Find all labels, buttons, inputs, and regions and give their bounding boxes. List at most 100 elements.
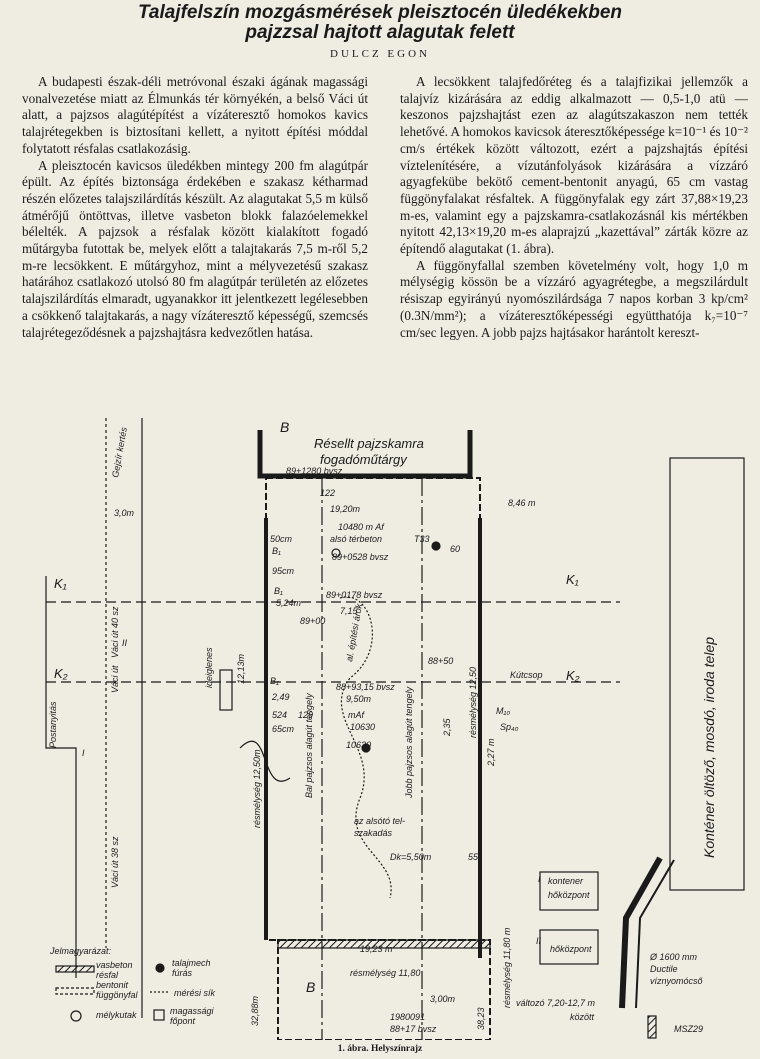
label-kozott: között: [570, 1012, 595, 1022]
label-leg-talajmech-1: talajmech: [172, 958, 211, 968]
label-k1-right: K₁: [566, 572, 579, 587]
label-d524b: 524: [272, 710, 287, 720]
bottom-diaphragm-wall: [277, 939, 491, 949]
left-column: A budapesti észak-déli metróvonal északi…: [22, 74, 368, 341]
article-title-line1: Talajfelszín mozgásmérések pleisztocén ü…: [138, 2, 622, 23]
label-p8900: 89+00: [300, 616, 325, 626]
label-dist-30: 3,0m: [114, 508, 135, 518]
label-d1213: 12,13m: [236, 653, 246, 684]
label-kont-1-a: kontener: [548, 876, 584, 886]
label-reselt-1: Résellt pajzskamra: [314, 436, 424, 451]
label-reselt-2: fogadóműtárgy: [320, 452, 408, 467]
label-d1920: 19,20m: [330, 504, 361, 514]
label-bvsz-0528: 89+0528 bvsz: [332, 552, 389, 562]
label-also-terbeton: alsó térbeton: [330, 534, 382, 544]
site-plan-figure: B Résellt pajzskamra fogadóműtárgy 89+12…: [10, 418, 752, 1041]
receiving-chamber-wall: [257, 430, 473, 479]
container-camp: [669, 457, 745, 891]
label-vaci-b: Váci út: [110, 665, 120, 693]
label-kont-1-b: hőközpont: [548, 890, 590, 900]
label-bvsz-0178: 89+0178 bvsz: [326, 590, 383, 600]
label-p122: 122: [320, 488, 335, 498]
article-title-line2: pajzzsal hajtott alagutak felett: [245, 22, 515, 43]
left-paragraph-1: A budapesti észak-déli metróvonal északi…: [22, 74, 368, 156]
label-sp40: Sp₄₀: [500, 722, 519, 732]
label-az-alsoto-1: az alsótó tel-: [354, 816, 405, 826]
label-p60: 60: [450, 544, 460, 554]
label-t33: T33: [414, 534, 430, 544]
label-leg-magassagi-2: főpont: [170, 1016, 196, 1026]
label-vaci38: Váci út 38 sz: [110, 836, 120, 888]
label-kutcsop: Kútcsop: [510, 670, 543, 680]
site-plan-svg: B Résellt pajzskamra fogadóműtárgy 89+12…: [45, 418, 745, 1041]
label-leg-bentonit-1: bentonit: [96, 980, 129, 990]
label-d227: 2,27 m: [486, 738, 496, 767]
label-roman-i: I: [82, 748, 85, 758]
label-d3288: 32,88m: [250, 995, 260, 1026]
deep-well-1: [331, 548, 341, 558]
label-d50cm: 50cm: [270, 534, 293, 544]
label-b1c: B₁: [270, 676, 279, 686]
label-roman-ii: II: [122, 638, 128, 648]
label-msz: MSZ29: [674, 1024, 703, 1034]
label-leg-vasbeton-2: résfal: [96, 970, 119, 980]
label-jobb-pajzs: Jobb pajzsos alagút tengely: [404, 686, 414, 799]
temporary-pit: [219, 669, 233, 711]
label-resmelyseg-1250b: résmélység 12,50: [468, 667, 478, 738]
label-d65cm: 65cm: [272, 724, 295, 734]
heating-plant-1: [539, 871, 599, 911]
right-paragraph-2: A függönyfallal szemben követelmény volt…: [400, 257, 748, 340]
legend-melykut-symbol: [70, 1010, 82, 1022]
label-jelmagyarazat: Jelmagyarázat:: [49, 946, 112, 956]
label-phi-3: víznyomócső: [650, 976, 704, 986]
borehole-t33: [431, 541, 441, 551]
legend-magassagi-symbol: [153, 1009, 165, 1021]
label-d235: 2,35: [442, 717, 452, 737]
label-leg-meres: mérési sík: [174, 988, 216, 998]
heating-plant-2: [539, 929, 599, 965]
label-k1-left: K₁: [54, 576, 67, 591]
label-k2-right: K₂: [566, 668, 580, 683]
author: DULCZ EGON: [330, 48, 430, 60]
right-paragraph-1: A lecsökkent talajfedőréteg és a talajfi…: [400, 74, 748, 257]
label-b-top: B: [280, 419, 289, 435]
label-maf: mAf: [348, 710, 366, 720]
right-column: A lecsökkent talajfedőréteg és a talajfi…: [400, 74, 748, 341]
legend-vasbeton-symbol: [55, 965, 95, 973]
label-vaci40: Váci út 40 sz: [110, 606, 120, 658]
label-ideiglenes: ideiglenes: [204, 647, 214, 688]
label-resmelyseg-1180b: résmélység 11,80 m: [502, 927, 512, 1008]
label-d249: 2,49: [271, 692, 290, 702]
label-dist-846: 8,46 m: [508, 498, 536, 508]
label-gejzir: Gejzír kertés: [110, 426, 129, 478]
label-k2-left: K₂: [54, 666, 68, 681]
label-leg-magassagi-1: magassági: [170, 1006, 215, 1016]
label-leg-talajmech-2: fúrás: [172, 968, 193, 978]
label-roman-ii-b: II: [536, 936, 542, 946]
bentonite-curtain-wall-upper: [265, 477, 481, 941]
label-bvsz-top: 89+1280 bvsz: [286, 466, 343, 476]
label-d1923: 19,23 m: [360, 944, 393, 954]
label-d300m: 3,00m: [430, 994, 456, 1004]
label-m10: M₁₀: [496, 706, 510, 716]
legend-bentonit-symbol: [55, 987, 95, 995]
label-phi-2: Ductile: [650, 964, 678, 974]
label-d950m: 9,50m: [346, 694, 372, 704]
label-leg-vasbeton-1: vasbeton: [96, 960, 133, 970]
label-d715: 7,15: [340, 606, 359, 616]
label-az-alsoto-2: szakadás: [354, 828, 393, 838]
label-dist-p2: 88+17 bvsz: [390, 1024, 437, 1034]
label-d8850: 88+50: [428, 656, 453, 666]
label-b1b: B₁: [274, 586, 283, 596]
label-resmelyseg-1250: résmélység 12,50m: [252, 749, 262, 828]
figure-caption: 1. ábra. Helyszínrajz: [337, 1044, 423, 1054]
building-line: [45, 576, 77, 978]
label-dk550: Dk=5,50m: [390, 852, 432, 862]
label-p10480: 10480 m Af: [338, 522, 385, 532]
label-kontener-text: Konténer öltöző, mosdó, iroda telep: [701, 637, 717, 858]
label-leg-bentonit-2: függönyfal: [96, 990, 139, 1000]
water-pipe: [619, 856, 663, 1009]
label-roman-i-b: I: [538, 874, 541, 884]
label-postanyitas: Postanyitás: [48, 701, 58, 748]
left-paragraph-2: A pleisztocén kavicsos üledékben mintegy…: [22, 157, 368, 340]
